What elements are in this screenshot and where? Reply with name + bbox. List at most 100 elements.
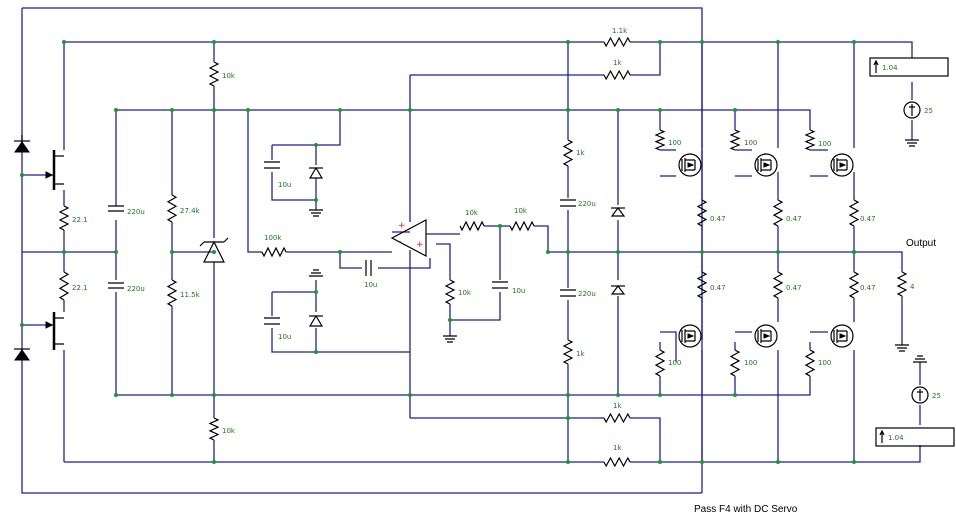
label-r-gate3: 100	[818, 140, 831, 148]
label-r-src2: 0.47	[786, 215, 802, 223]
junction-dot	[616, 108, 620, 112]
resistor-source-lower-3	[848, 271, 860, 299]
mosfet-lower-3-body	[830, 324, 854, 348]
label-r-gate4: 100	[668, 359, 681, 367]
junction-dot	[852, 40, 856, 44]
resistor-gate-lower-3	[804, 349, 816, 377]
mosfet-lower-1-body	[678, 324, 702, 348]
junction-dot	[566, 40, 570, 44]
junction-dot	[700, 250, 704, 254]
junction-dot	[212, 250, 216, 254]
resistor-gate-lower-1	[654, 349, 666, 377]
jfets	[45, 150, 64, 350]
junction-dot	[314, 290, 318, 294]
resistor-11-5k	[166, 279, 178, 307]
junction-dot	[170, 250, 174, 254]
svg-text:+: +	[398, 221, 406, 231]
resistor-source-upper-1	[696, 199, 708, 227]
resistor-10k-int1	[459, 220, 485, 232]
mosfet-lower-3-gate	[833, 329, 838, 343]
junction-dot	[658, 460, 662, 464]
diagram-title: Pass F4 with DC Servo	[694, 504, 798, 515]
svg-text:+: +	[416, 240, 424, 250]
label-r-src4: 0.47	[710, 284, 726, 292]
mosfets	[678, 153, 854, 348]
resistor-gate-upper-2	[729, 129, 741, 151]
junction-dots	[20, 40, 856, 464]
label-r-int-gnd: 10k	[458, 289, 472, 297]
junction-dot	[20, 323, 24, 327]
label-v-neg: 25	[932, 392, 941, 400]
junction-dot	[212, 460, 216, 464]
resistor-22-1-lower	[58, 271, 70, 301]
op-amp: + + -	[390, 219, 427, 257]
resistor-source-upper-3	[848, 199, 860, 227]
label-r-bot-bias: 10k	[222, 427, 236, 435]
resistor-source-upper-2	[772, 199, 784, 227]
resistor-source-lower-1	[696, 271, 708, 299]
label-r-src-lower: 22.1	[72, 284, 88, 292]
junction-dot	[338, 108, 342, 112]
wires	[21, 7, 921, 494]
resistor-100k	[261, 246, 287, 258]
junction-dot	[852, 460, 856, 464]
junction-dot	[566, 460, 570, 464]
label-r-bot-fb1: 1k	[613, 402, 622, 410]
junction-dot	[566, 393, 570, 397]
junction-dot	[776, 460, 780, 464]
junction-dot	[658, 40, 662, 44]
mosfet-lower-1-gate	[681, 329, 686, 343]
junction-dot	[408, 108, 412, 112]
mosfet-lower-1	[678, 324, 702, 348]
junction-dot	[246, 108, 250, 112]
output-label: Output	[906, 238, 936, 249]
mosfet-lower-2-body	[754, 324, 778, 348]
label-r-div-upper: 27.4k	[180, 207, 201, 215]
junction-dot	[852, 250, 856, 254]
mosfet-lower-2-channel	[761, 330, 772, 342]
label-r-src3: 0.47	[860, 215, 876, 223]
label-r-mid-up: 1k	[576, 149, 585, 157]
voltage-sources	[903, 101, 929, 404]
label-r-gate1: 100	[668, 139, 681, 147]
mosfet-upper-1-gate	[681, 158, 686, 172]
mosfet-upper-2-channel	[761, 159, 772, 171]
junction-dot	[448, 318, 452, 322]
label-c-servo-fb: 10u	[364, 281, 377, 289]
label-c-servo-top: 10u	[278, 181, 291, 189]
junction-dot	[658, 108, 662, 112]
mosfet-lower-1-channel	[685, 330, 696, 342]
meter-bot-value: 1.04	[888, 434, 904, 442]
resistor-1-1k	[603, 36, 631, 48]
resistor-22-1-upper	[58, 205, 70, 231]
label-r-top-bias: 10k	[222, 72, 236, 80]
junction-dot	[314, 198, 318, 202]
junction-dot	[616, 393, 620, 397]
resistor-source-lower-2	[772, 271, 784, 299]
label-c-int: 10u	[512, 287, 525, 295]
resistor-1k-bot2	[603, 456, 631, 468]
junction-dot	[616, 250, 620, 254]
resistor-gate-upper-3	[804, 129, 816, 151]
mosfet-upper-2-body	[754, 153, 778, 177]
label-c-mid-dn: 220u	[578, 290, 596, 298]
label-r-gate6: 100	[818, 359, 831, 367]
mosfet-lower-2	[754, 324, 778, 348]
resistor-10k-top	[208, 61, 220, 87]
junction-dot	[338, 250, 342, 254]
resistors	[58, 36, 908, 468]
label-r-gate5: 100	[744, 359, 757, 367]
junction-dot	[212, 40, 216, 44]
junction-dot	[776, 40, 780, 44]
grounds	[309, 139, 927, 363]
mosfet-lower-2-arrow	[763, 333, 771, 339]
resistor-gate-lower-2	[729, 349, 741, 377]
label-c-lower: 220u	[127, 285, 145, 293]
junction-dot	[170, 108, 174, 112]
junction-dot	[700, 40, 704, 44]
mosfet-upper-2	[754, 153, 778, 177]
mosfet-upper-2-arrow	[763, 162, 771, 168]
resistor-10k-gnd	[444, 279, 456, 305]
mosfet-lower-2-gate	[757, 329, 762, 343]
